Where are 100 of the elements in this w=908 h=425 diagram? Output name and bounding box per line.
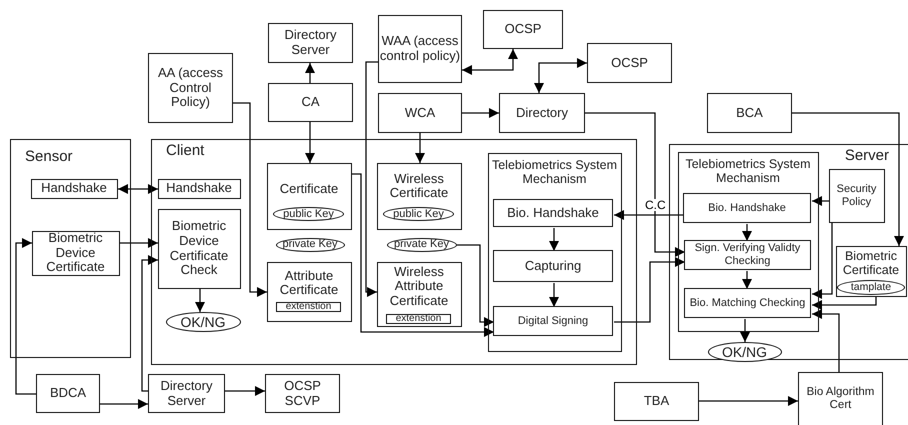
- arrow: [740, 319, 750, 342]
- node-label: Bio. Handshake: [507, 206, 599, 220]
- node-label: public Key: [393, 208, 444, 220]
- node-label: Capturing: [524, 258, 582, 274]
- arrow: [742, 224, 752, 241]
- heading: Server: [844, 147, 889, 164]
- node-label: Directory Server: [283, 28, 338, 58]
- process-box: [684, 288, 811, 318]
- process-box: [499, 93, 585, 133]
- process-box: [158, 178, 240, 198]
- container-box: [266, 162, 352, 230]
- arrow: [225, 386, 265, 396]
- node-label: Biometric Device Certificate: [45, 230, 106, 276]
- node-label: private Key: [394, 239, 450, 250]
- arrow: [812, 223, 833, 299]
- node-label: Handshake: [41, 181, 107, 196]
- process-box: [493, 306, 613, 336]
- node-label: OK/NG: [180, 314, 226, 328]
- node-label: OCSP: [504, 22, 542, 37]
- arrow: [742, 271, 752, 289]
- node-label: Bio. Matching Checking: [690, 296, 806, 310]
- process-box: [587, 43, 672, 83]
- arrow: [585, 112, 685, 257]
- node-label: Bio Algorithm Cert: [806, 386, 876, 412]
- node-label: OK/NG: [722, 344, 768, 358]
- node-label: BCA: [736, 106, 763, 120]
- process-box: [707, 93, 792, 133]
- edge-label: C.C: [644, 199, 667, 211]
- process-box: [614, 382, 699, 421]
- node-label: OCSP SCVP: [283, 378, 322, 408]
- arrow: [462, 108, 499, 118]
- heading: Wireless Certificate: [388, 172, 450, 202]
- heading: Client: [166, 142, 204, 160]
- heading: Attribute Certificate: [278, 268, 340, 298]
- arrow: [792, 112, 904, 246]
- arrow: [549, 283, 559, 307]
- process-box: [798, 372, 883, 425]
- arrow: [305, 63, 315, 83]
- node-label: Security Policy: [836, 182, 878, 208]
- arrow: [534, 58, 587, 93]
- process-box: [493, 199, 613, 227]
- node-label: Digital Signing: [518, 314, 588, 328]
- node-label: BDCA: [50, 386, 86, 401]
- node-label: WAA (access control policy): [379, 34, 461, 64]
- node-label: extenstion: [286, 301, 332, 313]
- node-label: tamplate: [850, 282, 892, 293]
- process-box: [158, 208, 240, 288]
- arrow: [614, 257, 685, 323]
- ellipse-node: [386, 238, 456, 252]
- arrow: [118, 184, 158, 194]
- node-label: Directory: [516, 106, 568, 120]
- arrow: [305, 122, 315, 163]
- node-label: Handshake: [166, 181, 232, 196]
- process-box: [493, 250, 613, 282]
- container-box: [678, 152, 818, 332]
- arrow: [812, 309, 840, 372]
- container-box: [10, 139, 131, 358]
- arrow: [15, 238, 36, 395]
- node-label: Bio. Handshake: [708, 202, 786, 214]
- arrow: [614, 210, 684, 220]
- heading: Sensor: [25, 148, 73, 166]
- heading: Wireless Attribute Certificate: [388, 264, 450, 310]
- process-box: [378, 15, 462, 83]
- process-box: [483, 10, 563, 49]
- process-box: [36, 374, 100, 413]
- process-box: [276, 302, 341, 312]
- arrow: [195, 289, 205, 312]
- heading: Biometric Certificate: [842, 248, 900, 278]
- process-box: [684, 240, 811, 270]
- container-box: [488, 152, 622, 352]
- process-box: [148, 374, 225, 413]
- process-box: [386, 314, 451, 324]
- heading: Certificate: [280, 182, 338, 196]
- node-label: private Key: [282, 239, 338, 250]
- arrow: [549, 228, 559, 251]
- node-label: AA (access Control Policy): [156, 66, 224, 110]
- arrow: [233, 102, 267, 297]
- container-box: [266, 262, 352, 322]
- arrow: [462, 49, 518, 75]
- node-label: CA: [301, 95, 320, 110]
- container-box: [836, 246, 906, 296]
- process-box: [32, 230, 120, 276]
- heading: Telebiometrics System Mechanism: [684, 156, 812, 186]
- arrow: [812, 296, 877, 310]
- node-label: Biometric Device Certificate Check: [168, 218, 230, 278]
- arrow: [365, 61, 378, 297]
- node-label: public Key: [283, 208, 334, 220]
- arrow: [457, 244, 494, 327]
- process-box: [30, 178, 118, 198]
- process-box: [268, 23, 353, 63]
- process-box: [268, 83, 353, 122]
- process-box: [683, 193, 811, 223]
- arrow: [812, 196, 829, 206]
- ellipse-node: [276, 238, 344, 252]
- ellipse-node: [837, 280, 905, 295]
- arrow: [699, 396, 798, 406]
- arrow: [415, 133, 425, 163]
- node-label: TBA: [644, 394, 670, 409]
- process-box: [378, 93, 462, 133]
- arrow: [100, 399, 148, 409]
